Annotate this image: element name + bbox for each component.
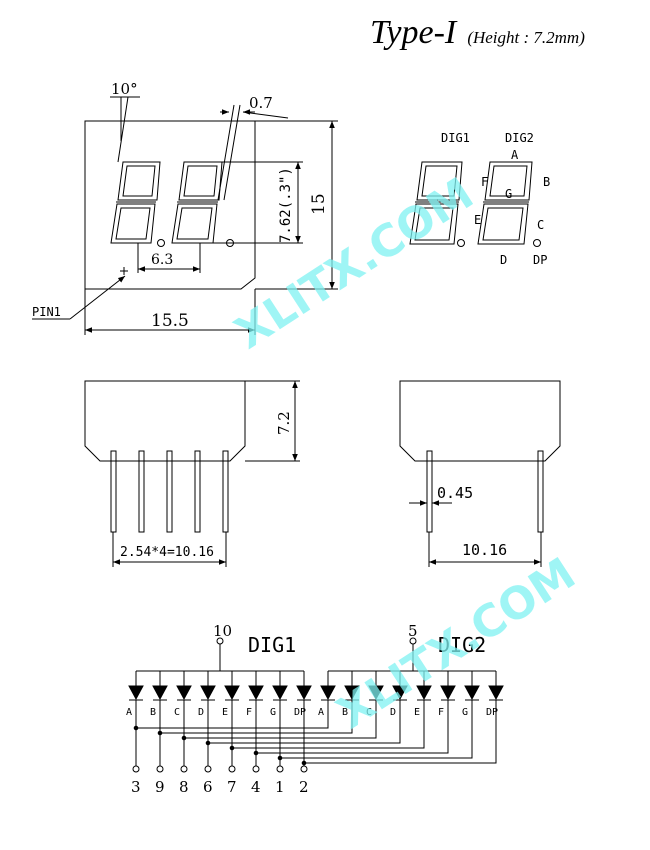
map-seg-b: B xyxy=(543,175,550,189)
dig2-common-pin: 5 xyxy=(408,622,418,640)
dig2-seg-label-e: E xyxy=(414,707,420,718)
map-dp-1 xyxy=(457,239,465,247)
end-pin-right xyxy=(537,450,544,533)
pin-label-8: 8 xyxy=(179,778,189,796)
pitch-label: 6.3 xyxy=(151,252,173,268)
map-dig2-label: DIG2 xyxy=(505,131,534,145)
pin-label-3: 3 xyxy=(131,778,141,796)
watermark-top: XLITX.COM xyxy=(226,168,482,359)
dig2-diode-f xyxy=(440,671,456,705)
pin-label-6: 6 xyxy=(203,778,213,796)
dig1-common-pin: 10 xyxy=(213,622,232,640)
pin1-label: PIN1 xyxy=(32,305,61,319)
map-seg-e: E xyxy=(474,213,481,227)
digit-height-label: 7.62(.3") xyxy=(278,167,294,243)
dig2-diode-d xyxy=(392,671,408,705)
pin-terminals xyxy=(132,765,308,773)
dig1-diode-b xyxy=(152,671,168,705)
dig2-seg-label-f: F xyxy=(438,707,444,718)
type-title: Type-I xyxy=(370,14,457,51)
dig2-seg-label-b: B xyxy=(342,707,348,718)
pin-label-1: 1 xyxy=(275,778,285,796)
map-seg-d: D xyxy=(500,253,507,267)
map-dig1-label: DIG1 xyxy=(441,131,470,145)
dig2-diode-a xyxy=(320,671,336,705)
side-view xyxy=(84,380,300,567)
pin-dia-label: 0.45 xyxy=(437,484,473,502)
map-seg-a: A xyxy=(511,148,519,162)
height-label: 15 xyxy=(309,193,329,215)
dig1-seg-label-b: B xyxy=(150,707,156,718)
dig1-pin-terminal xyxy=(216,637,224,645)
pin-label-7: 7 xyxy=(227,778,237,796)
dig2-diode-dp xyxy=(488,671,504,705)
dig1-seg-label-e: E xyxy=(222,707,228,718)
watermark-bottom: XLITX.COM xyxy=(328,548,584,739)
dig2-seg-label-d: D xyxy=(390,707,396,718)
map-seg-g: G xyxy=(505,187,512,201)
schematic-segment-labels: A A B B C C D D E E F F G G DP DP xyxy=(126,707,498,718)
angle-label: 10° xyxy=(111,80,138,98)
map-seg-f: F xyxy=(481,175,488,189)
dig1-diodes xyxy=(128,671,312,705)
dig1-seg-label-c: C xyxy=(174,707,180,718)
dig2-seg-label-a: A xyxy=(318,707,324,718)
width-label: 15.5 xyxy=(151,311,189,331)
seg-width-label: 0.7 xyxy=(249,94,273,112)
dig1-seg-label-g: G xyxy=(270,707,276,718)
dig2-diode-e xyxy=(416,671,432,705)
schematic-dig1-label: DIG1 xyxy=(248,633,296,657)
dig1-diode-g xyxy=(272,671,288,705)
dig1-seg-label-dp: DP xyxy=(294,707,306,718)
map-seg-c: C xyxy=(537,218,544,232)
schematic xyxy=(128,637,504,773)
height-subtitle: (Height : 7.2mm) xyxy=(467,28,585,47)
front-digit-1 xyxy=(110,161,161,244)
pin-label-9: 9 xyxy=(155,778,165,796)
front-dp-1 xyxy=(157,239,165,247)
joint-dots xyxy=(133,725,307,766)
side-pins xyxy=(110,450,229,533)
row-spacing-label: 10.16 xyxy=(462,541,507,559)
dig2-diode-c xyxy=(368,671,384,705)
diagram-title: Type-I (Height : 7.2mm) xyxy=(370,14,585,52)
dig2-diode-g xyxy=(464,671,480,705)
end-view xyxy=(399,380,561,567)
map-digit-2 xyxy=(477,161,533,245)
dig2-seg-label-g: G xyxy=(462,707,468,718)
dig2-pin-terminal xyxy=(409,637,417,645)
dig1-seg-label-d: D xyxy=(198,707,204,718)
pin-pitch-label: 2.54*4=10.16 xyxy=(120,545,214,560)
pin-label-4: 4 xyxy=(251,778,261,796)
thickness-label: 7.2 xyxy=(275,411,293,435)
segment-map xyxy=(409,161,541,247)
dig2-diode-b xyxy=(344,671,360,705)
pin-label-2: 2 xyxy=(299,778,309,796)
end-pin-left xyxy=(426,450,433,533)
dig1-diode-e xyxy=(224,671,240,705)
dig2-seg-label-c: C xyxy=(366,707,372,718)
dig1-diode-a xyxy=(128,671,144,705)
dig1-seg-label-f: F xyxy=(246,707,252,718)
dig2-seg-label-dp: DP xyxy=(486,707,498,718)
dig1-seg-label-a: A xyxy=(126,707,132,718)
front-view xyxy=(32,96,338,335)
dig1-diode-f xyxy=(248,671,264,705)
schematic-dig2-label: DIG2 xyxy=(438,633,486,657)
dig2-diodes xyxy=(320,671,504,705)
dig1-diode-c xyxy=(176,671,192,705)
dig1-diode-d xyxy=(200,671,216,705)
front-digit-2 xyxy=(171,161,223,244)
map-seg-dp: DP xyxy=(533,253,547,267)
dig1-diode-dp xyxy=(296,671,312,705)
map-dp-2 xyxy=(533,239,541,247)
front-outline xyxy=(84,120,256,290)
map-digit-1 xyxy=(409,161,463,245)
